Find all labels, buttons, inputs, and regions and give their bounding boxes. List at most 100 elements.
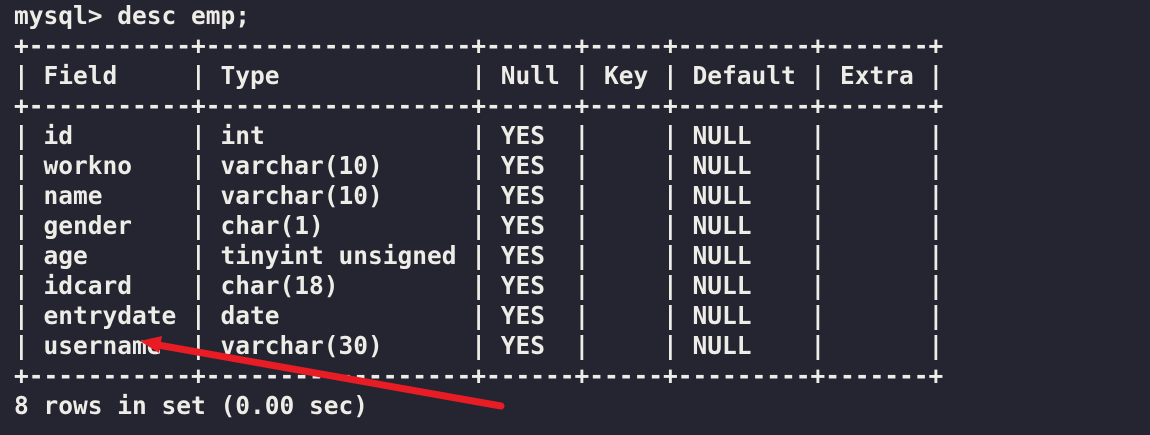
cell-default: NULL (692, 211, 752, 240)
pipe-separator: | (14, 271, 29, 300)
cell-type: char(1) (220, 211, 324, 240)
cell-field: age (43, 241, 88, 270)
cell-default: NULL (692, 331, 752, 360)
table-row: | idcard | char(18) | YES | | NULL | | (14, 271, 1150, 301)
pipe-separator: | (928, 271, 944, 300)
pipe-separator: | (810, 121, 826, 150)
pipe-separator: | (191, 211, 206, 240)
pipe-separator: | (574, 121, 590, 150)
pipe-separator: | (191, 331, 206, 360)
cell-default: NULL (692, 181, 752, 210)
pipe-separator: | (471, 151, 487, 180)
result-summary-text: 8 rows in set (0.00 sec) (14, 391, 369, 420)
cell-field: username (43, 331, 162, 360)
pipe-separator: | (191, 121, 206, 150)
cell-key (589, 121, 663, 151)
column-header-extra: Extra (840, 61, 914, 90)
pipe-separator: | (928, 301, 944, 330)
cell-extra (825, 331, 928, 361)
pipe-separator: | (14, 181, 29, 210)
pipe-separator: | (663, 61, 678, 90)
pipe-separator: | (574, 61, 590, 90)
pipe-separator: | (14, 241, 29, 270)
cell-key (589, 331, 663, 361)
cell-type: date (220, 301, 280, 330)
pipe-separator: | (663, 181, 678, 210)
pipe-separator: | (663, 331, 678, 360)
pipe-separator: | (663, 211, 678, 240)
cell-null: YES (500, 121, 546, 150)
table-row: | username | varchar(30) | YES | | NULL … (14, 331, 1150, 361)
table-border-header: +-----------+------------------+------+-… (14, 91, 1150, 121)
cell-field: idcard (43, 271, 133, 300)
pipe-separator: | (574, 331, 590, 360)
cell-null: YES (500, 211, 546, 240)
result-summary: 8 rows in set (0.00 sec) (14, 391, 1150, 421)
cell-default: NULL (692, 151, 752, 180)
cell-null: YES (500, 271, 546, 300)
pipe-separator: | (191, 181, 206, 210)
pipe-separator: | (191, 61, 206, 90)
pipe-separator: | (574, 301, 590, 330)
cell-null: YES (500, 241, 546, 270)
pipe-separator: | (663, 271, 678, 300)
cell-default: NULL (692, 241, 752, 270)
table-row: | age | tinyint unsigned | YES | | NULL … (14, 241, 1150, 271)
cell-field: entrydate (43, 301, 177, 330)
pipe-separator: | (928, 151, 944, 180)
pipe-separator: | (574, 271, 590, 300)
pipe-separator: | (471, 271, 487, 300)
pipe-separator: | (471, 121, 487, 150)
border-text: +-----------+------------------+------+-… (14, 361, 944, 390)
pipe-separator: | (471, 181, 487, 210)
cell-type: varchar(10) (220, 181, 383, 210)
pipe-separator: | (810, 61, 826, 90)
column-header-type: Type (220, 61, 280, 90)
pipe-separator: | (191, 241, 206, 270)
cell-key (589, 241, 663, 271)
cell-default: NULL (692, 121, 752, 150)
pipe-separator: | (574, 181, 590, 210)
cell-extra (825, 211, 928, 241)
pipe-separator: | (928, 121, 944, 150)
pipe-separator: | (810, 211, 826, 240)
pipe-separator: | (191, 271, 206, 300)
pipe-separator: | (663, 301, 678, 330)
pipe-separator: | (663, 241, 678, 270)
pipe-separator: | (928, 181, 944, 210)
pipe-separator: | (810, 151, 826, 180)
border-text: +-----------+------------------+------+-… (14, 31, 944, 60)
pipe-separator: | (14, 211, 29, 240)
cell-extra (825, 151, 928, 181)
cell-null: YES (500, 181, 546, 210)
cell-key (589, 271, 663, 301)
border-text: +-----------+------------------+------+-… (14, 91, 944, 120)
cell-field: name (43, 181, 103, 210)
cell-default: NULL (692, 301, 752, 330)
pipe-separator: | (663, 151, 678, 180)
pipe-separator: | (928, 241, 944, 270)
cell-type: int (220, 121, 265, 150)
cell-key (589, 301, 663, 331)
cell-null: YES (500, 301, 546, 330)
table-row: | name | varchar(10) | YES | | NULL | | (14, 181, 1150, 211)
cell-field: id (43, 121, 74, 150)
table-row: | gender | char(1) | YES | | NULL | | (14, 211, 1150, 241)
column-header-field: Field (43, 61, 118, 90)
pipe-separator: | (663, 121, 678, 150)
cell-field: gender (43, 211, 133, 240)
pipe-separator: | (810, 271, 826, 300)
cell-type: varchar(10) (220, 151, 383, 180)
pipe-separator: | (471, 331, 487, 360)
column-header-null: Null (500, 61, 560, 90)
cell-extra (825, 181, 928, 211)
table-row: | entrydate | date | YES | | NULL | | (14, 301, 1150, 331)
pipe-separator: | (810, 331, 826, 360)
cell-null: YES (500, 331, 546, 360)
cell-extra (825, 301, 928, 331)
table-border-top: +-----------+------------------+------+-… (14, 31, 1150, 61)
column-header-key: Key (604, 61, 649, 90)
pipe-separator: | (14, 61, 29, 90)
pipe-separator: | (14, 331, 29, 360)
